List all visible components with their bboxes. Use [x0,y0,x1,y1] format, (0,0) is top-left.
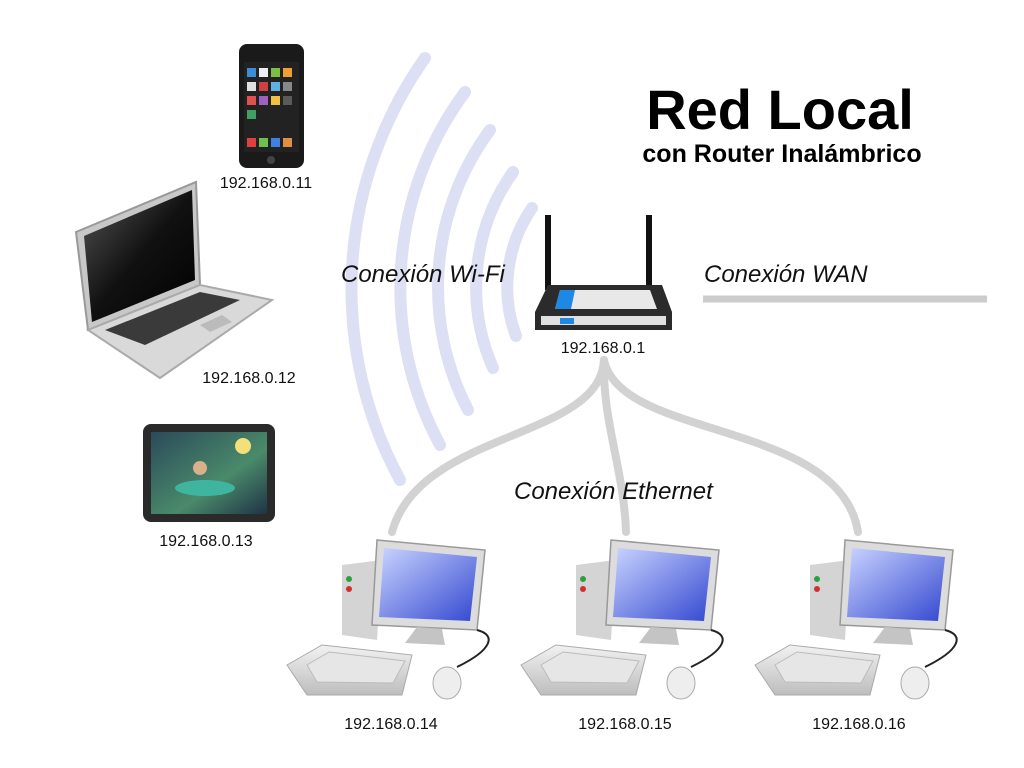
pc3-ip-label: 192.168.0.16 [812,716,906,733]
laptop [74,180,275,380]
tablet [143,424,275,522]
diagram-subtitle: con Router Inalámbrico [642,140,922,168]
router [535,215,672,330]
wifi-arc-4 [470,166,519,374]
laptop-keyboard [105,292,240,345]
wifi-arc-3 [432,124,496,416]
wan-connection-label: Conexión WAN [704,261,868,288]
ethernet-connection-label: Conexión Ethernet [514,478,713,505]
pc2-ip-label: 192.168.0.15 [578,716,672,733]
ethernet-cable-2 [599,356,630,536]
diagram-title: Red Local [646,78,914,141]
router-antenna-left [545,215,551,290]
ethernet-cable-1 [388,356,608,536]
pc1-ip-label: 192.168.0.14 [344,716,438,733]
pc-1 [286,539,490,700]
wifi-arc-1 [345,52,431,486]
ethernet-cable-3 [600,356,862,536]
pc-3 [754,539,958,700]
pc-2 [520,539,724,700]
router-ip-label: 192.168.0.1 [560,340,646,357]
router-antenna-right [646,215,652,290]
tablet-ip-label: 192.168.0.13 [159,533,253,550]
laptop-touchpad [200,315,232,332]
laptop-ip-label: 192.168.0.12 [202,370,296,387]
phone-app-icons [247,68,292,147]
wifi-arc-2 [394,86,471,451]
ethernet-cables [388,356,862,536]
router-led [555,290,575,309]
smartphone [239,44,304,168]
smartphone-ip-label: 192.168.0.11 [219,175,313,192]
wifi-waves [345,52,538,486]
wifi-connection-label: Conexión Wi-Fi [341,261,505,288]
wifi-arc-5 [501,202,538,342]
